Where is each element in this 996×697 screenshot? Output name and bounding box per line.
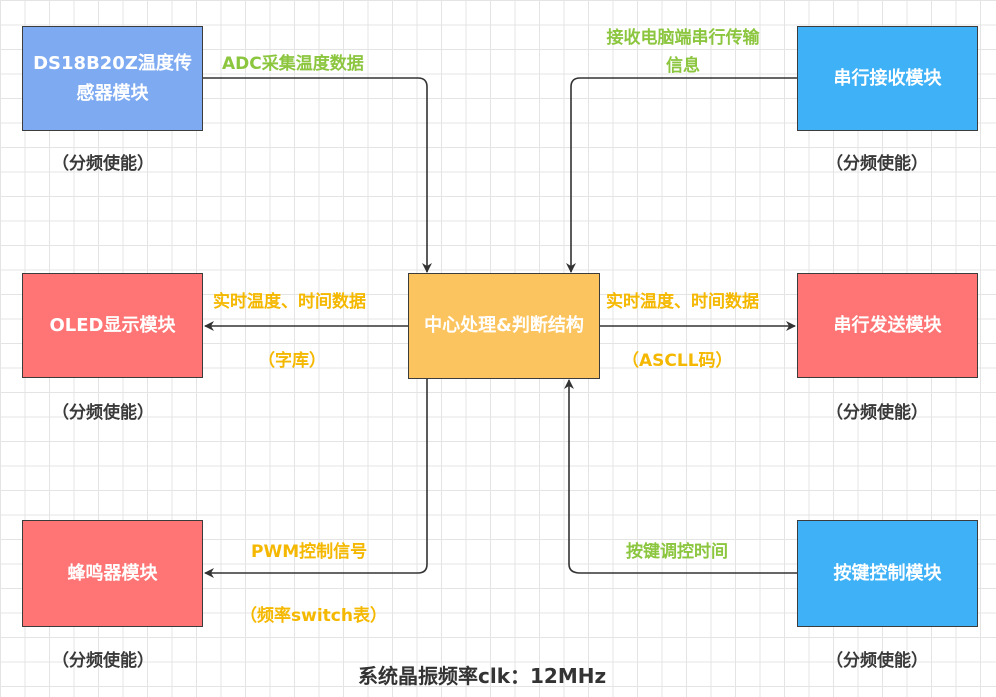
ds18b20-sensor-label: DS18B20Z温度传感器模块: [33, 52, 192, 104]
wire-serialrx-to-center: [566, 77, 797, 273]
freq-div-note-keys: （分频使能）: [826, 651, 928, 671]
adc-label: ADC采集温度数据: [222, 54, 364, 74]
wire-sensor-to-center: [203, 77, 432, 273]
freq-div-note-oled: （分频使能）: [52, 403, 154, 423]
ascii-label: （ASCLL码）: [622, 351, 733, 371]
serial-send-block: 串行发送模块: [797, 273, 978, 378]
key-control-label: 按键控制模块: [833, 562, 942, 584]
pwm-label: PWM控制信号: [251, 542, 368, 562]
center-processing-block: 中心处理&判断结构: [408, 273, 600, 379]
tx-data-label: 实时温度、时间数据: [606, 292, 759, 312]
freq-div-note-serialrx: （分频使能）: [826, 154, 928, 174]
key-control-block: 按键控制模块: [797, 520, 978, 627]
serial-receive-label: 串行接收模块: [833, 67, 942, 89]
center-processing-label: 中心处理&判断结构: [424, 315, 584, 336]
buzzer-block: 蜂鸣器模块: [22, 520, 203, 627]
system-clock-footer: 系统晶振频率clk：12MHz: [358, 664, 607, 688]
buzzer-label: 蜂鸣器模块: [67, 562, 158, 584]
freq-div-note-sensor: （分频使能）: [52, 154, 154, 174]
freq-div-note-buzzer: （分频使能）: [52, 651, 154, 671]
wire-keys-to-center: [564, 379, 797, 574]
oled-display-block: OLED显示模块: [22, 273, 203, 378]
font-library-label: （字库）: [258, 351, 326, 371]
oled-data-label: 实时温度、时间数据: [213, 292, 366, 312]
ds18b20-sensor-block: DS18B20Z温度传感器模块: [22, 26, 203, 131]
oled-display-label: OLED显示模块: [49, 314, 176, 336]
serial-rx-info-label: 接收电脑端串行传输信息: [606, 28, 760, 76]
wire-center-to-buzzer: [204, 379, 428, 578]
freq-div-note-serialtx: （分频使能）: [826, 403, 928, 423]
freq-table-label: （频率switch表）: [240, 606, 387, 626]
serial-receive-block: 串行接收模块: [797, 26, 978, 131]
key-time-label: 按键调控时间: [626, 542, 728, 562]
serial-send-label: 串行发送模块: [833, 314, 942, 336]
